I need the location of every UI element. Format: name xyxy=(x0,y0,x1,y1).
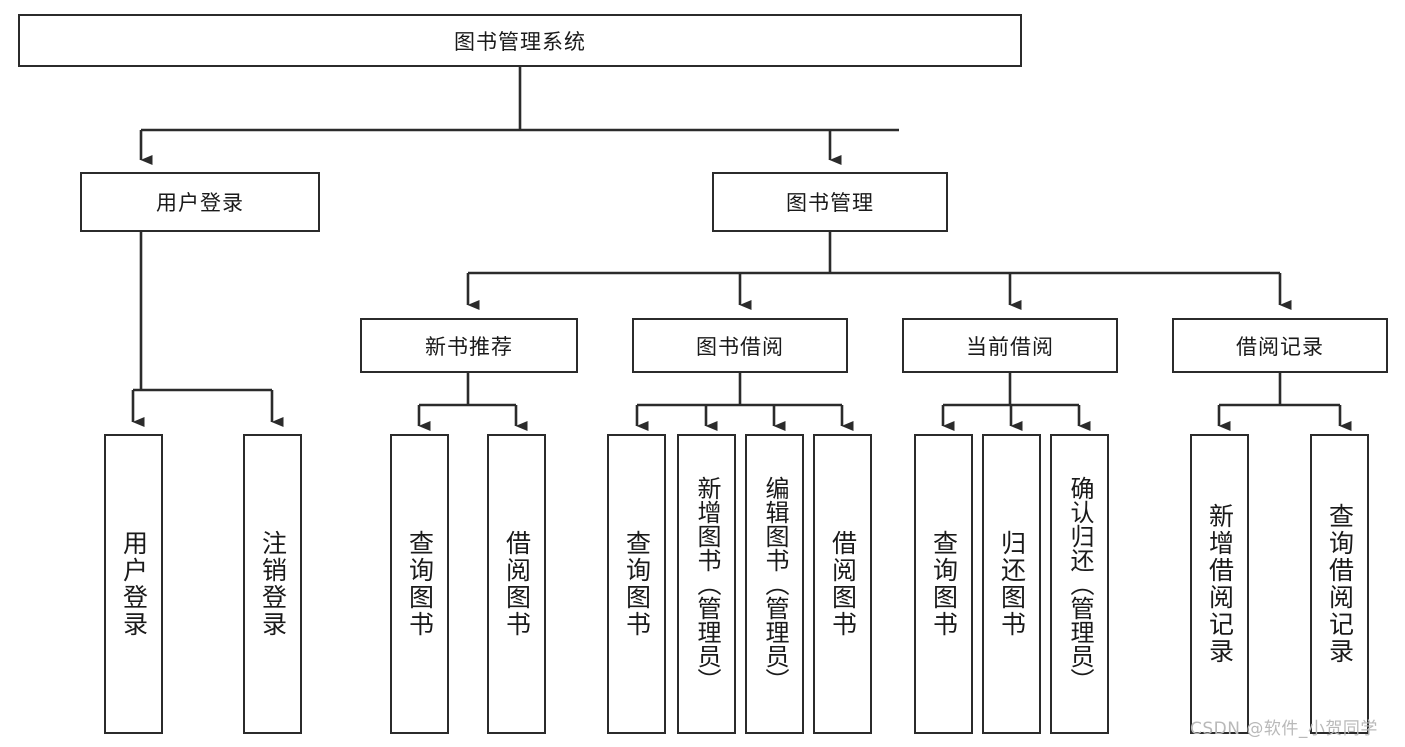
leaf-query-borrow-record[interactable]: 查询借阅记录 xyxy=(1310,434,1369,734)
node-label: 注销登录 xyxy=(258,530,288,638)
leaf-edit-book-admin[interactable]: 编辑图书（管理员） xyxy=(745,434,804,734)
leaf-return-book[interactable]: 归还图书 xyxy=(982,434,1041,734)
node-label: 借阅记录 xyxy=(1236,334,1324,359)
leaf-logout[interactable]: 注销登录 xyxy=(243,434,302,734)
node-user-login[interactable]: 用户登录 xyxy=(80,172,320,232)
node-label: 图书管理系统 xyxy=(454,29,586,54)
leaf-query-book-borrow[interactable]: 查询图书 xyxy=(607,434,666,734)
node-borrow-record[interactable]: 借阅记录 xyxy=(1172,318,1388,373)
node-root-system[interactable]: 图书管理系统 xyxy=(18,14,1022,67)
leaf-borrow-book-recommend[interactable]: 借阅图书 xyxy=(487,434,546,734)
node-label: 查询借阅记录 xyxy=(1325,503,1355,665)
node-label: 查询图书 xyxy=(622,530,652,638)
node-label: 查询图书 xyxy=(405,530,435,638)
node-label: 归还图书 xyxy=(997,530,1027,638)
node-label: 用户登录 xyxy=(119,530,149,638)
watermark-text: CSDN @软件_小贺同学 xyxy=(1190,719,1378,739)
node-label: 新增借阅记录 xyxy=(1205,503,1235,665)
node-current-borrow[interactable]: 当前借阅 xyxy=(902,318,1118,373)
node-book-borrow[interactable]: 图书借阅 xyxy=(632,318,848,373)
leaf-borrow-book[interactable]: 借阅图书 xyxy=(813,434,872,734)
node-label: 编辑图书（管理员） xyxy=(760,476,789,692)
node-label: 当前借阅 xyxy=(966,334,1054,359)
node-label: 用户登录 xyxy=(156,191,244,215)
node-new-book-recommend[interactable]: 新书推荐 xyxy=(360,318,578,373)
node-label: 图书管理 xyxy=(786,191,874,215)
node-label: 借阅图书 xyxy=(828,530,858,638)
leaf-add-book-admin[interactable]: 新增图书（管理员） xyxy=(677,434,736,734)
node-book-management[interactable]: 图书管理 xyxy=(712,172,948,232)
leaf-add-borrow-record[interactable]: 新增借阅记录 xyxy=(1190,434,1249,734)
node-label: 图书借阅 xyxy=(696,334,784,359)
node-label: 新书推荐 xyxy=(425,334,513,359)
node-label: 确认归还（管理员） xyxy=(1065,476,1094,692)
leaf-query-book-current[interactable]: 查询图书 xyxy=(914,434,973,734)
node-label: 借阅图书 xyxy=(502,530,532,638)
node-label: 新增图书（管理员） xyxy=(692,476,721,692)
leaf-query-book-recommend[interactable]: 查询图书 xyxy=(390,434,449,734)
leaf-confirm-return-admin[interactable]: 确认归还（管理员） xyxy=(1050,434,1109,734)
leaf-user-login[interactable]: 用户登录 xyxy=(104,434,163,734)
node-label: 查询图书 xyxy=(929,530,959,638)
